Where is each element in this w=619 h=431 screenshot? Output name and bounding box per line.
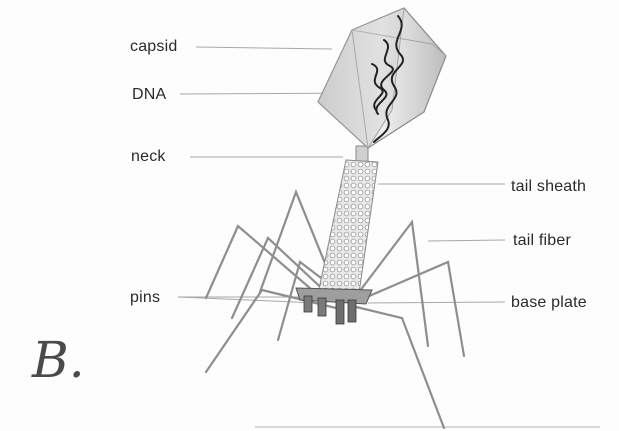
panel-letter: B. (32, 332, 85, 388)
label-base-plate: base plate (511, 294, 587, 312)
neck-shape (356, 146, 368, 162)
baseplate-leader (368, 302, 505, 303)
fiber-leader (428, 240, 505, 241)
capsid-leader (196, 47, 332, 49)
label-tail-fiber: tail fiber (513, 232, 571, 250)
label-capsid: capsid (130, 38, 177, 56)
capsid-shape (318, 8, 446, 148)
label-dna: DNA (132, 86, 166, 104)
fiber-right-front (352, 306, 444, 428)
base-plate-shape (296, 288, 372, 324)
fiber-left-back (232, 238, 330, 318)
label-neck: neck (131, 148, 166, 166)
label-tail-sheath: tail sheath (511, 178, 586, 196)
label-pins: pins (130, 289, 160, 307)
fiber-left-front (206, 290, 336, 372)
